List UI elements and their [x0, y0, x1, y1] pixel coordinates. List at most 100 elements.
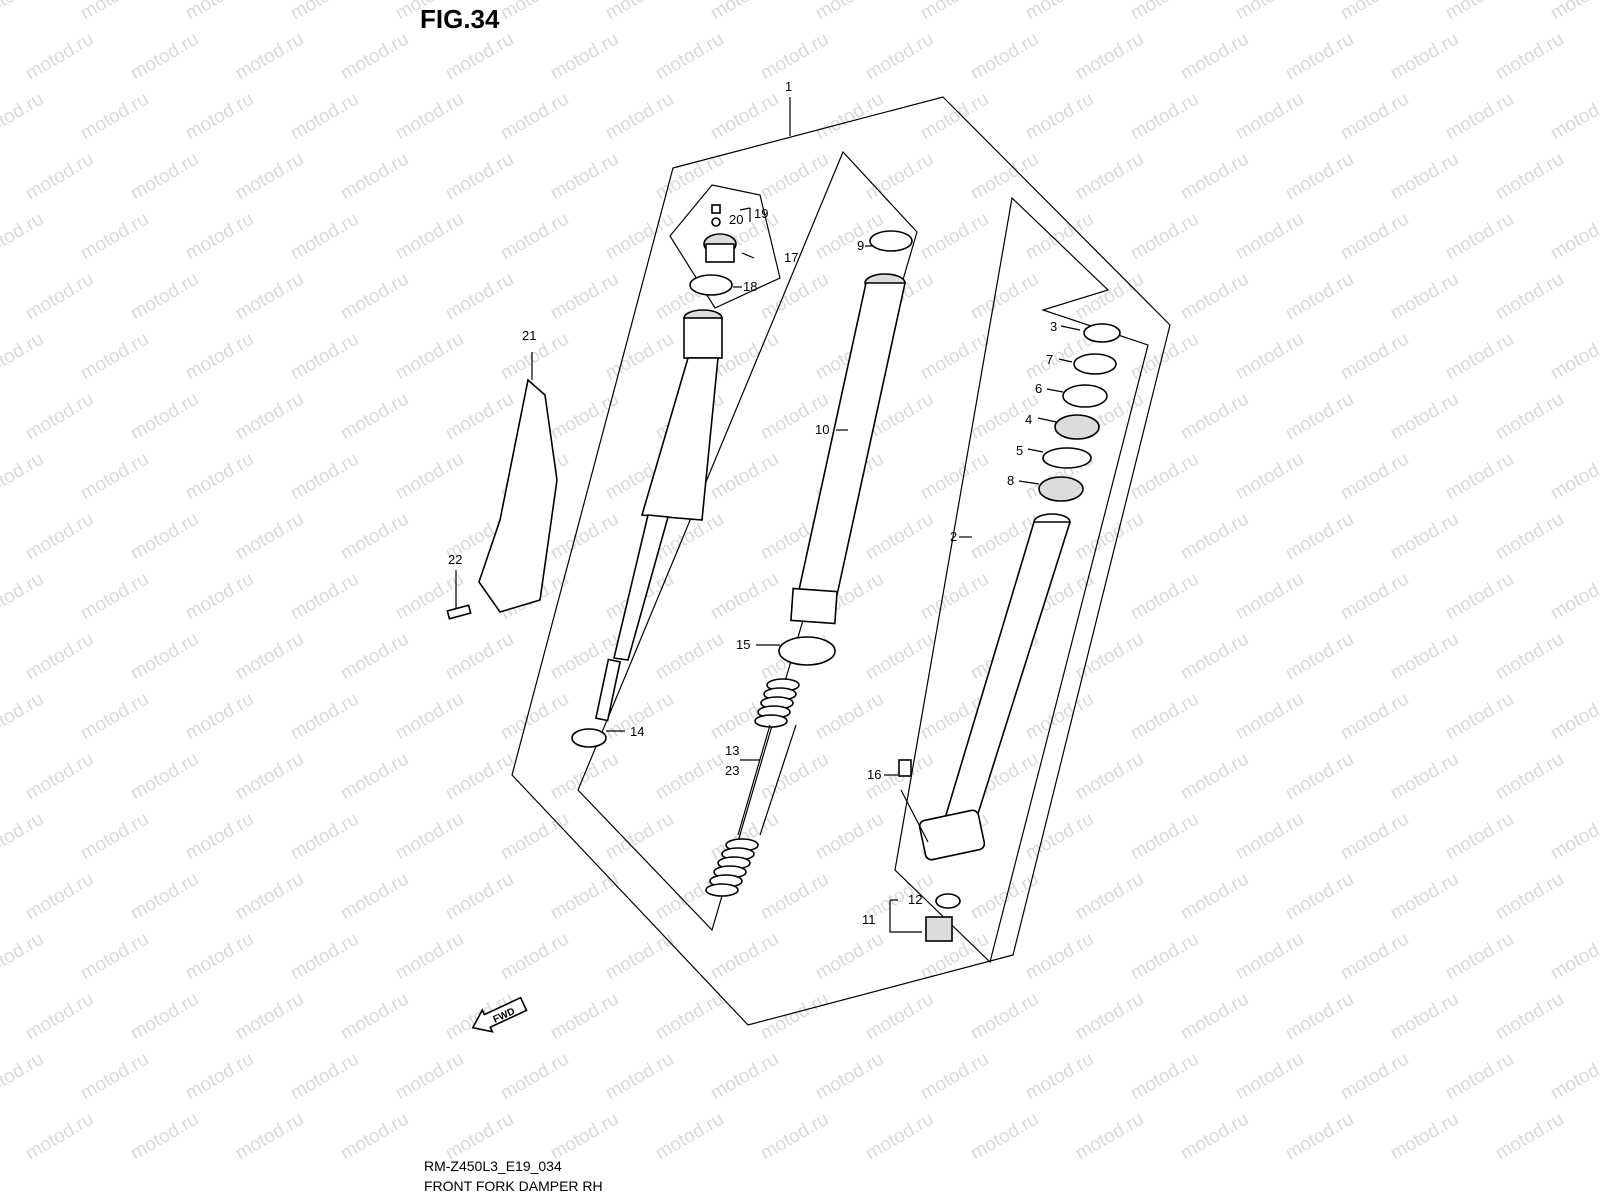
rod-end	[594, 658, 622, 722]
watermark-text: motod.ru	[287, 569, 362, 625]
watermark-text: motod.ru	[652, 1109, 727, 1165]
watermark-text: motod.ru	[182, 1049, 257, 1105]
watermark-text: motod.ru	[1127, 929, 1202, 985]
callout-20: 20	[729, 212, 743, 227]
watermark-text: motod.ru	[547, 149, 622, 205]
callout-10: 10	[815, 422, 829, 437]
watermark-text: motod.ru	[1232, 209, 1307, 265]
watermark-text: motod.ru	[1127, 0, 1202, 24]
watermark-text: motod.ru	[1022, 89, 1097, 145]
part-7-bushing	[1073, 353, 1117, 375]
watermark-text: motod.ru	[1492, 269, 1567, 325]
watermark-text: motod.ru	[707, 89, 782, 145]
watermark-text: motod.ru	[1022, 0, 1097, 24]
watermark-text: motod.ru	[182, 89, 257, 145]
watermark-text: motod.ru	[547, 269, 622, 325]
watermark-text: motod.ru	[812, 89, 887, 145]
watermark-text: motod.ru	[862, 149, 937, 205]
watermark-text: motod.ru	[77, 689, 152, 745]
watermark-text: motod.ru	[652, 629, 727, 685]
watermark-text: motod.ru	[127, 989, 202, 1045]
callout-11: 11	[862, 912, 876, 927]
part-21-fork-guard	[478, 378, 558, 613]
watermark-text: motod.ru	[1337, 1049, 1412, 1105]
watermark-text: motod.ru	[337, 389, 412, 445]
cartridge-body	[640, 357, 719, 521]
leader-8	[1018, 480, 1040, 485]
watermark-text: motod.ru	[182, 569, 257, 625]
watermark-text: motod.ru	[22, 509, 97, 565]
watermark-text: motod.ru	[1177, 869, 1252, 925]
watermark-text: motod.ru	[1387, 749, 1462, 805]
watermark-text: motod.ru	[1127, 809, 1202, 865]
watermark-text: motod.ru	[1232, 569, 1307, 625]
watermark-text: motod.ru	[1492, 149, 1567, 205]
watermark-text: motod.ru	[967, 29, 1042, 85]
fwd-direction-badge: FWD	[471, 996, 528, 1033]
watermark-text: motod.ru	[287, 1049, 362, 1105]
watermark-text: motod.ru	[0, 929, 47, 985]
leader-6	[1046, 388, 1064, 393]
callout-16: 16	[867, 767, 881, 782]
watermark-text: motod.ru	[1492, 389, 1567, 445]
leader-17	[741, 252, 755, 259]
watermark-text: motod.ru	[1282, 29, 1357, 85]
spring-coil	[754, 714, 788, 728]
leader-lines	[455, 207, 1081, 933]
outline-assembly-1	[511, 96, 1171, 1026]
watermark-text: motod.ru	[1177, 269, 1252, 325]
watermark-text: motod.ru	[967, 269, 1042, 325]
watermark-text: motod.ru	[1337, 689, 1412, 745]
watermark-text: motod.ru	[1282, 149, 1357, 205]
part-19-bolt	[711, 204, 721, 214]
watermark-text: motod.ru	[1387, 869, 1462, 925]
watermark-text: motod.ru	[602, 209, 677, 265]
watermark-text: motod.ru	[547, 1109, 622, 1165]
watermark-text: motod.ru	[1072, 509, 1147, 565]
watermark-text: motod.ru	[1492, 869, 1567, 925]
watermark-text: motod.ru	[1442, 1049, 1517, 1105]
watermark-text: motod.ru	[22, 869, 97, 925]
watermark-text: motod.ru	[1282, 869, 1357, 925]
watermark-text: motod.ru	[0, 0, 47, 24]
tube-bottom-collar	[790, 587, 838, 625]
part-6-washer	[1062, 384, 1108, 408]
watermark-text: motod.ru	[0, 809, 47, 865]
callout-17: 17	[784, 250, 798, 265]
watermark-text: motod.ru	[497, 689, 572, 745]
watermark-text: motod.ru	[22, 989, 97, 1045]
watermark-text: motod.ru	[182, 809, 257, 865]
watermark-text: motod.ru	[0, 569, 47, 625]
watermark-text: motod.ru	[757, 149, 832, 205]
watermark-text: motod.ru	[232, 629, 307, 685]
watermark-text: motod.ru	[392, 209, 467, 265]
watermark-text: motod.ru	[392, 0, 467, 24]
watermark-text: motod.ru	[127, 749, 202, 805]
watermark-text: motod.ru	[1282, 629, 1357, 685]
watermark-text: motod.ru	[917, 569, 992, 625]
watermark-text: motod.ru	[127, 149, 202, 205]
watermark-text: motod.ru	[862, 1109, 937, 1165]
watermark-text: motod.ru	[917, 1049, 992, 1105]
watermark-text: motod.ru	[442, 29, 517, 85]
watermark-text: motod.ru	[1177, 989, 1252, 1045]
watermark-text: motod.ru	[1387, 149, 1462, 205]
watermark-text: motod.ru	[1072, 869, 1147, 925]
watermark-text: motod.ru	[1282, 389, 1357, 445]
watermark-text: motod.ru	[1547, 929, 1600, 985]
watermark-text: motod.ru	[967, 989, 1042, 1045]
callout-19: 19	[754, 206, 768, 221]
cap-body	[705, 243, 735, 263]
watermark-text: motod.ru	[127, 29, 202, 85]
watermark-text: motod.ru	[392, 1049, 467, 1105]
watermark-text: motod.ru	[22, 1109, 97, 1165]
watermark-text: motod.ru	[1127, 1049, 1202, 1105]
watermark-text: motod.ru	[1177, 29, 1252, 85]
watermark-text: motod.ru	[602, 1049, 677, 1105]
watermark-text: motod.ru	[442, 749, 517, 805]
cartridge-head	[683, 317, 723, 359]
damper-rod	[613, 514, 670, 661]
watermark-text: motod.ru	[812, 929, 887, 985]
watermark-text: motod.ru	[917, 0, 992, 24]
watermark-text: motod.ru	[0, 329, 47, 385]
